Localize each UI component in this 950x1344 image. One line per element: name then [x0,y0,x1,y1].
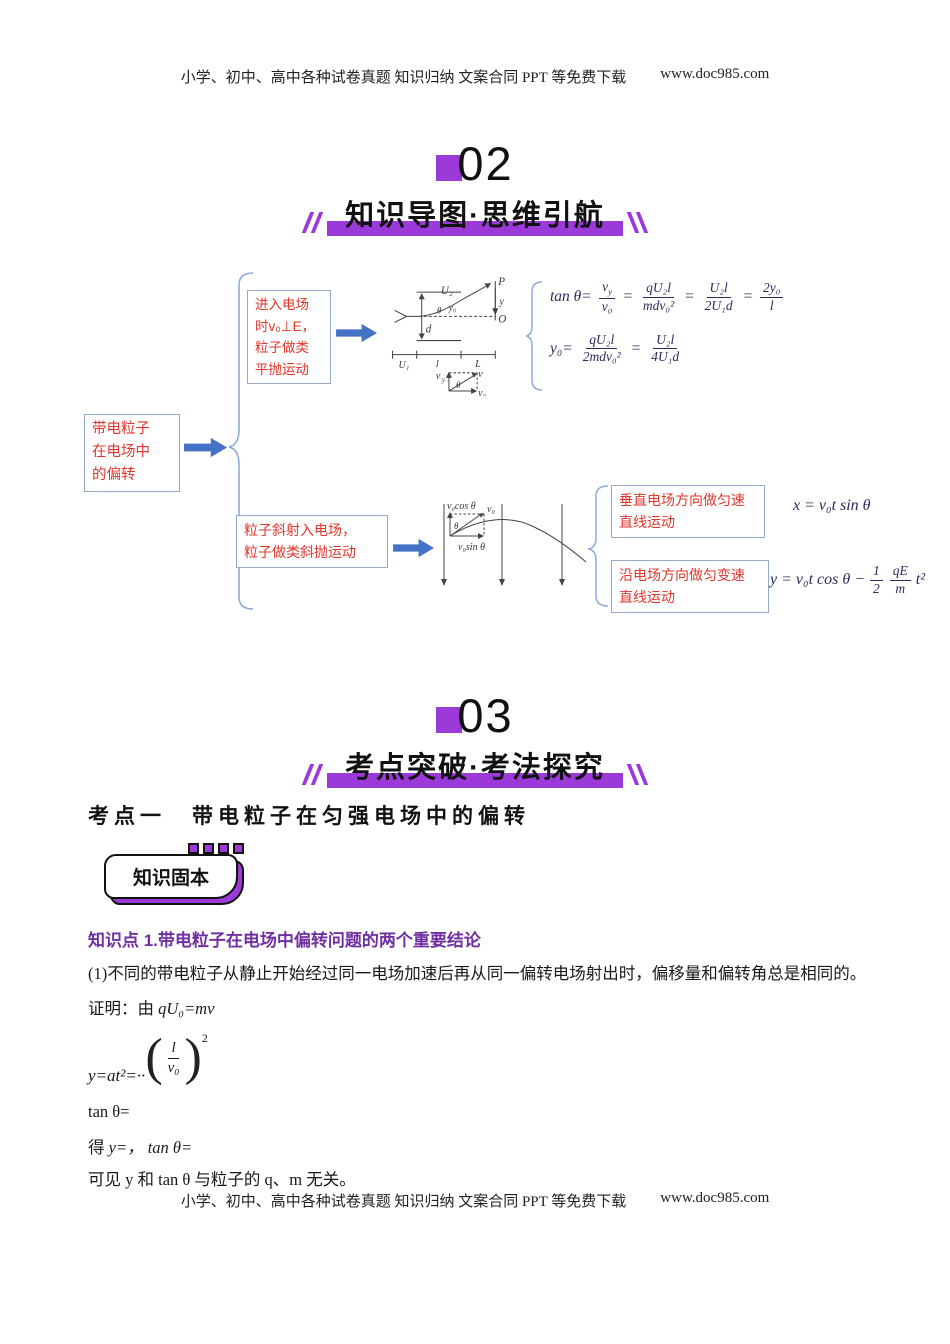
label-d: d [426,323,432,335]
de-line: 得 y=， tan θ= [88,1138,193,1157]
paren-fraction-group: ( l v₀ ) 2 [145,1029,208,1087]
formula-brace-icon [526,281,543,391]
badge-label: 知识固本 [104,854,238,899]
mindmap-root-node: 带电粒子 在电场中 的偏转 [84,414,180,492]
badge-deco-square-icon [188,843,199,854]
proof-line: 证明：由 qU₀=mv [88,999,215,1018]
title-slashes-left-icon [301,212,323,233]
section-03-header: 03 考点突破·考法探究 [0,689,950,788]
big-paren-right: ) [184,1029,202,1087]
section-number-square [436,707,463,733]
exponent: 2 [201,1031,208,1046]
fraction: U₂l 2U₁d [704,279,733,313]
fraction: qE m [889,563,911,598]
fraction: l v₀ [167,1040,180,1077]
sub-node-uniform-velocity: 垂直电场方向做匀速 直线运动 [611,485,765,538]
fraction: qU₂l 2mdv₀² [582,331,621,365]
section-02-title: 知识导图·思维引航 [327,192,623,236]
fraction: U₂l 4U₁d [651,331,680,365]
label-v: v [478,369,483,380]
knowledge-point-title: 知识点 1.带电粒子在电场中偏转问题的两个重要结论 [88,931,481,950]
formula-y-at2: y=at²=·· ( l v₀ ) 2 [88,1029,208,1087]
big-paren-left: ( [145,1029,163,1087]
arrow-right-icon [393,538,434,558]
label-O: O [498,313,506,325]
label-theta2: θ [456,380,461,390]
sub-node-uniform-acceleration: 沿电场方向做匀变速 直线运动 [611,560,769,613]
label-l: l [436,359,439,370]
footer-url: www.doc985.com [660,1190,770,1206]
branch1-node: 进入电场 时v₀⊥E， 粒子做类 平抛运动 [247,290,331,385]
label-theta: θ [454,521,459,531]
title-slashes-right-icon [627,212,649,233]
badge-deco-square-icon [218,843,229,854]
label-L: L [474,359,481,370]
formula-tan-theta: tan θ= vy v₀ = qU₂l mdv₀² = U₂l 2U₁d = 2… [550,279,890,316]
page-footer: 小学、初中、高中各种试卷真题 知识归纳 文案合同 PPT 等免费下载 www.d… [0,1190,950,1211]
formula-x: x = v₀t sin θ [793,497,871,514]
label-U2: U₂ [441,285,453,297]
label-y: y [498,296,504,307]
label-P: P [497,276,505,288]
conclusion-line: 可见 y 和 tan θ 与粒子的 q、m 无关。 [88,1170,356,1189]
label-U1: U₁ [399,360,410,371]
paragraph-conclusion-1: (1)不同的带电粒子从静止开始经过同一电场加速后再从同一偏转电场射出时，偏移量和… [88,964,867,983]
formula-y: y = v₀t cos θ − 1 2 qE m t² [770,563,925,598]
section-02-number: 02 [457,137,514,190]
formula-y0: y₀= qU₂l 2mdv₀² = U₂l 4U₁d [550,332,890,367]
header-url: www.doc985.com [660,66,770,82]
oblique-projectile-diagram: v₀cos θ v₀ θ v₀sin θ [441,501,587,586]
label-theta: θ [437,305,442,315]
label-v0cos: v₀cos θ [447,501,476,512]
footer-links-text: 小学、初中、高中各种试卷真题 知识归纳 文案合同 PPT 等免费下载 [180,1194,627,1210]
main-brace-icon [229,272,254,610]
label-y0: y₀ [448,302,456,312]
header-links-text: 小学、初中、高中各种试卷真题 知识归纳 文案合同 PPT 等免费下载 [180,70,627,86]
capacitor-deflection-diagram: U₂ P y θ y₀ d O U₁ l L v y v v₀ θ [391,276,506,396]
fraction: 2y₀ l [760,280,784,315]
badge-deco-square-icon [203,843,214,854]
label-vy-sub: y [441,376,446,384]
title-highlight-bar [327,221,623,236]
branch1-formulas: tan θ= vy v₀ = qU₂l mdv₀² = U₂l 2U₁d = 2… [550,279,890,366]
title-highlight-bar [327,773,623,788]
branch2-brace-icon [588,485,609,607]
label-v0sin: v₀sin θ [458,542,485,553]
branch2-node: 粒子斜射入电场， 粒子做类斜抛运动 [236,515,388,568]
fraction: vy v₀ [599,279,616,316]
tan-theta-line: tan θ= [88,1102,130,1121]
title-slashes-left-icon [301,764,323,785]
kaodian-heading: 考点一 带电粒子在匀强电场中的偏转 [88,805,530,828]
arrow-right-icon [336,323,377,343]
page-header: 小学、初中、高中各种试卷真题 知识归纳 文案合同 PPT 等免费下载 www.d… [0,66,950,87]
section-02-header: 02 知识导图·思维引航 [0,137,950,236]
label-v0: v₀ [487,504,495,515]
arrow-right-icon [184,437,228,458]
fraction: qU₂l mdv₀² [642,279,675,313]
section-03-title: 考点突破·考法探究 [327,744,623,788]
knowledge-badge: 知识固本 [104,843,256,907]
fraction: 1 2 [870,563,883,598]
section-03-number: 03 [457,689,514,742]
section-number-square [436,155,463,181]
title-slashes-right-icon [627,764,649,785]
label-v0: v₀ [478,388,486,396]
badge-deco-square-icon [233,843,244,854]
label-vy-base: v [436,371,441,382]
